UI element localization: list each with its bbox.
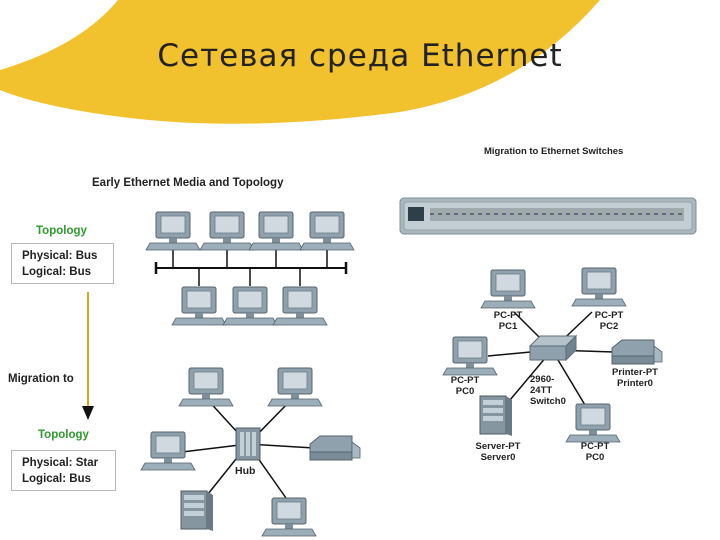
topology-top-label: Topology <box>36 225 87 237</box>
star-printer-icon <box>309 435 361 461</box>
topology-bottom-physical: Physical: Star <box>22 457 99 469</box>
bus-pc-icon-6 <box>222 286 278 326</box>
topology-top-physical: Physical: Bus <box>22 250 98 262</box>
right-panel-heading: Migration to Ethernet Switches <box>484 146 624 157</box>
bus-pc-icon-3 <box>248 211 304 251</box>
left-panel-heading: Early Ethernet Media and Topology <box>92 177 284 189</box>
server0-icon <box>479 395 513 437</box>
topology-bottom-label: Topology <box>38 429 89 441</box>
switch-faceplate-icon <box>399 197 697 235</box>
pc0-bottom-icon <box>565 403 621 443</box>
slide-title: Сетевая среда Ethernet <box>157 38 563 74</box>
switch0-label: 2960- 24TT Switch0 <box>530 374 566 407</box>
star-pc-icon-2 <box>267 367 323 407</box>
migration-label: Migration to <box>8 373 74 385</box>
pc1-icon <box>480 269 536 309</box>
star-pc-icon-1 <box>178 367 234 407</box>
bus-pc-icon-5 <box>171 286 227 326</box>
switch0-icon <box>528 334 578 362</box>
star-pc-icon-4 <box>261 497 317 537</box>
star-server-icon <box>180 490 214 532</box>
printer0-icon <box>611 339 663 365</box>
bus-pc-icon-4 <box>299 211 355 251</box>
bus-pc-icon-1 <box>145 211 201 251</box>
hub-icon <box>235 427 261 461</box>
bus-pc-icon-2 <box>199 211 255 251</box>
yellow-accent-shape <box>0 0 600 124</box>
topology-top-logical: Logical: Bus <box>22 266 92 278</box>
hub-label: Hub <box>235 465 256 477</box>
pc2-icon <box>571 267 627 307</box>
topology-bottom-box: Physical: Star Logical: Bus <box>11 450 116 491</box>
topology-top-box: Physical: Bus Logical: Bus <box>11 243 114 284</box>
topology-bottom-logical: Logical: Bus <box>22 473 92 485</box>
bus-pc-icon-7 <box>272 286 328 326</box>
